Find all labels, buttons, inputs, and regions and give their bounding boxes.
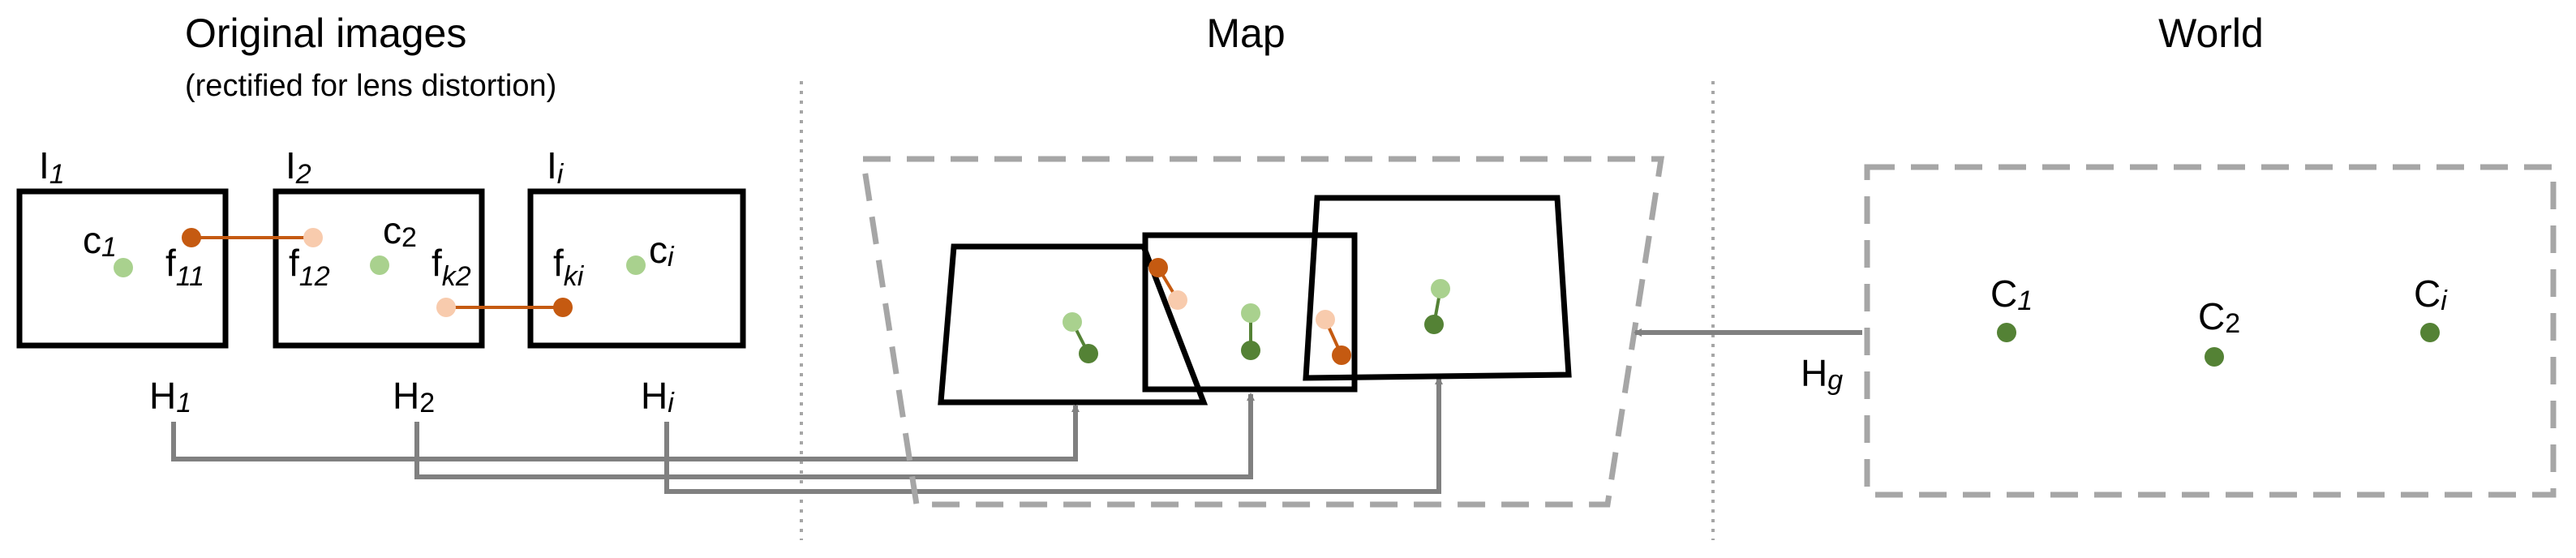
image-frame-2: I2 — [273, 144, 485, 349]
map-feature-light-2 — [1316, 310, 1335, 329]
world-title: World — [2158, 11, 2264, 56]
center-point-ci — [626, 255, 646, 275]
map-center-projected-i — [1431, 279, 1450, 298]
map-warped-image-1 — [938, 243, 1209, 406]
center-label-ci: ci — [649, 229, 675, 273]
world-point-c1 — [1997, 323, 2016, 342]
feature-point-fk2 — [436, 298, 456, 317]
world-point-ci — [2420, 323, 2440, 342]
world-homography-label: Hg — [1801, 352, 1843, 396]
homography-label-h2: H2 — [393, 375, 435, 418]
homography-arrow-h2 — [414, 393, 1255, 479]
map-center-transformed-2 — [1241, 341, 1260, 360]
center-label-c1: c1 — [83, 219, 117, 263]
map-warped-image-i — [1303, 195, 1572, 381]
feature-label-fki: fki — [553, 242, 585, 292]
feature-point-f12 — [303, 228, 323, 247]
image-frame-1: I1 — [16, 144, 229, 349]
center-point-c1 — [114, 258, 133, 277]
image-label-i: Ii — [547, 144, 565, 190]
map-center-transformed-i — [1424, 315, 1444, 334]
map-feature-dark-1 — [1148, 258, 1168, 277]
feature-label-fk2: fk2 — [431, 242, 471, 292]
map-feature-light-1 — [1168, 290, 1187, 310]
map-feature-dark-2 — [1332, 346, 1351, 365]
map-center-projected-1 — [1063, 312, 1082, 332]
feature-label-f12: f12 — [289, 242, 330, 292]
feature-point-f11 — [182, 228, 201, 247]
image-frame-i: Ii — [527, 144, 746, 349]
homography-label-h1: H1 — [149, 375, 191, 418]
world-point-c2 — [2205, 347, 2224, 367]
map-warped-image-2 — [1142, 232, 1358, 393]
image-label-2: I2 — [286, 144, 311, 190]
original-images-title: Original images — [185, 11, 466, 56]
homography-arrow-hi — [664, 376, 1443, 494]
homography-arrow-h1 — [171, 404, 1080, 461]
world-extent-outline — [1864, 164, 2557, 498]
original-images-subtitle: (rectified for lens distortion) — [185, 69, 556, 103]
map-world-extent-outline — [859, 156, 1665, 508]
world-point-label-ci: Ci — [2414, 273, 2448, 316]
map-center-transformed-1 — [1079, 344, 1098, 363]
homography-label-hi: Hi — [641, 375, 675, 418]
world-point-label-c1: C1 — [1990, 273, 2033, 316]
center-label-c2: c2 — [383, 209, 417, 253]
map-title: Map — [1206, 11, 1285, 56]
map-center-projected-2 — [1241, 303, 1260, 323]
center-point-c2 — [370, 255, 389, 275]
image-label-1: I1 — [39, 144, 65, 190]
world-point-label-c2: C2 — [2198, 295, 2240, 339]
feature-label-f11: f11 — [165, 242, 204, 292]
feature-point-fki — [553, 298, 573, 317]
